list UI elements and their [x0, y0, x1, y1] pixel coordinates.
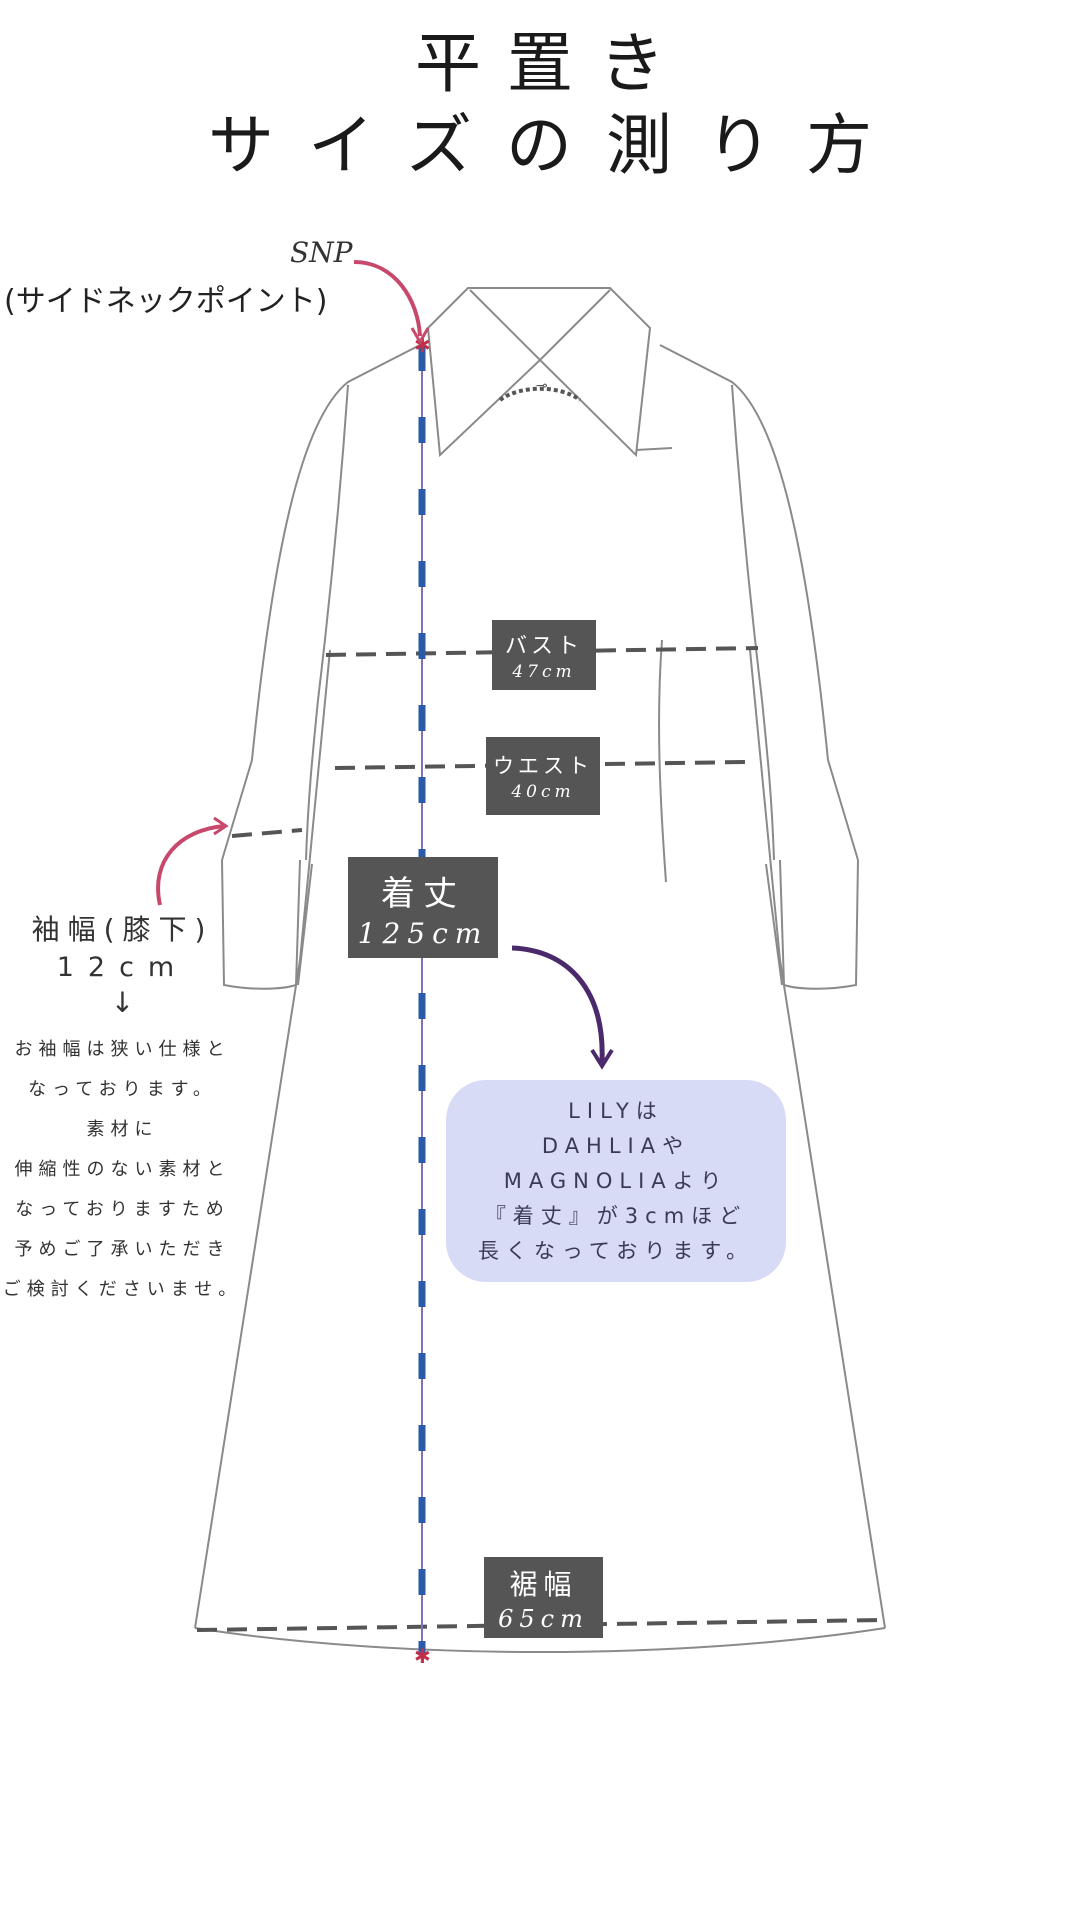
snp-full-label: (サイドネックポイント) — [4, 284, 328, 319]
left-cuff-edge — [297, 863, 313, 986]
left-body-side — [194, 649, 331, 1629]
sleeve-note-line: なっておりますため — [15, 1199, 230, 1220]
snp-arrow-head — [410, 327, 430, 346]
sleeve-width-title: 袖幅(膝下) — [31, 913, 214, 946]
collar — [426, 287, 652, 458]
lily-note-line: 長くなっております。 — [477, 1238, 755, 1263]
length-label: 着丈 125cm — [348, 857, 498, 958]
waist-value: 40cm — [511, 782, 575, 802]
waist-label: ウエスト 40cm — [486, 737, 600, 815]
bust-name: バスト — [504, 634, 583, 659]
sleeve-measure-line — [231, 828, 303, 838]
sleeve-note-line: 予めご了承いただき — [14, 1239, 231, 1260]
lily-arrow-head — [590, 1048, 614, 1070]
hem-line — [194, 1627, 886, 1653]
lily-length-note: LILYは DAHLIAや MAGNOLIAより 『着丈』が3cmほど 長くなっ… — [446, 1080, 786, 1282]
left-cuff — [221, 859, 301, 990]
right-sleeve-inner-line — [731, 384, 775, 861]
button-icon: ⊸ — [536, 378, 548, 394]
sleeve-note-line: 素材に — [86, 1119, 159, 1140]
lily-note-line: DAHLIAや — [541, 1133, 691, 1158]
lily-note-line: MAGNOLIAより — [503, 1168, 729, 1193]
page-title-line1: 平置き — [415, 25, 691, 102]
collar-neckline — [469, 289, 611, 362]
waist-dart — [658, 639, 667, 883]
left-sleeve-outer-line — [221, 344, 421, 861]
sleeve-arrow — [156, 824, 225, 906]
down-arrow-icon: ↓ — [110, 986, 135, 1019]
lily-arrow — [511, 945, 605, 1063]
hem-star-icon: ✱ — [414, 1644, 431, 1668]
sleeve-note: お袖幅は狭い仕様と なっております。 素材に 伸縮性のない素材と なっております… — [0, 1030, 245, 1310]
sleeve-note-line: 伸縮性のない素材と — [14, 1159, 231, 1180]
hem-label: 裾幅 65cm — [484, 1557, 603, 1638]
right-cuff — [779, 859, 859, 990]
dress-outline — [194, 287, 886, 1653]
right-body-side — [749, 649, 886, 1629]
waist-measure-line — [334, 760, 746, 770]
sleeve-width-value: 12cm — [56, 952, 189, 983]
placket-line — [635, 447, 673, 451]
right-sleeve-outer-line — [659, 344, 859, 861]
left-sleeve-inner-line — [305, 384, 349, 861]
lily-note-line: LILYは — [568, 1098, 664, 1123]
lily-note-line: 『着丈』が3cmほど — [484, 1203, 748, 1228]
snp-arrow — [353, 260, 422, 337]
snp-abbr-label: SNP — [290, 236, 353, 269]
page-title-line2: サイズの測り方 — [207, 107, 907, 184]
length-value: 125cm — [357, 916, 489, 950]
waist-name: ウエスト — [493, 754, 593, 778]
sleeve-note-line: なっております。 — [28, 1079, 217, 1100]
bust-value: 47cm — [512, 662, 576, 682]
sleeve-note-line: お袖幅は狭い仕様と — [14, 1039, 231, 1060]
sleeve-note-line: ご検討くださいませ。 — [2, 1279, 243, 1300]
right-cuff-edge — [765, 863, 783, 986]
collar-stitch — [498, 386, 582, 402]
sleeve-arrow-head — [213, 816, 229, 836]
hem-value: 65cm — [498, 1604, 589, 1633]
hem-name: 裾幅 — [509, 1567, 578, 1601]
bust-label: バスト 47cm — [492, 620, 596, 690]
length-name: 着丈 — [381, 873, 465, 914]
